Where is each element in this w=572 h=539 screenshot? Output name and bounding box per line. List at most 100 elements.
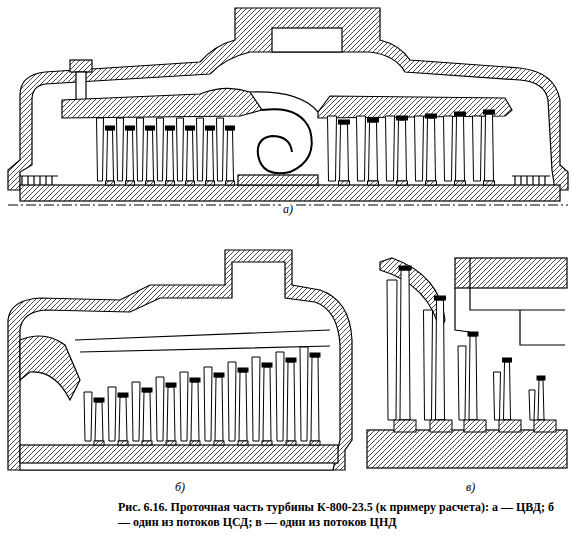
disc (339, 181, 350, 185)
shroud (426, 114, 437, 118)
shaft-seal (20, 176, 58, 185)
shroud (166, 126, 175, 130)
stator-blade (494, 372, 501, 420)
rotor (367, 430, 567, 468)
rotor-blade (427, 118, 436, 181)
rotor-blade (167, 130, 174, 181)
panel-label: в) (464, 480, 477, 495)
stator-blade (300, 347, 308, 441)
disc (262, 441, 272, 445)
shroud (146, 126, 155, 130)
disc (394, 420, 416, 432)
disc (484, 181, 495, 185)
rotor-blade (187, 130, 194, 181)
disc (310, 441, 320, 445)
stator-blade (458, 346, 466, 420)
shroud (142, 388, 152, 392)
panel-label: а) (281, 202, 295, 217)
rotor-blade (191, 382, 199, 441)
figure-caption: Рис. 6.16. Проточная часть турбины К-800… (118, 500, 564, 530)
shroud (238, 368, 248, 372)
panel-label: б) (173, 480, 187, 495)
disc (368, 181, 379, 185)
stator-blade (177, 118, 184, 181)
stator-blade (117, 118, 124, 181)
shroud (286, 358, 296, 362)
disc (464, 420, 486, 432)
inlet-wall (20, 336, 80, 400)
flange-stud (70, 60, 92, 72)
shroud (399, 266, 411, 270)
rotor-blade (485, 114, 494, 181)
disc (214, 441, 224, 445)
disc (166, 441, 176, 445)
disc (534, 420, 556, 432)
shroud (166, 383, 176, 387)
rotor-blade (369, 122, 378, 181)
shroud (455, 112, 466, 116)
stator-blade (197, 118, 204, 181)
shroud (186, 126, 195, 130)
disc (166, 181, 175, 185)
nozzle-box (250, 92, 318, 112)
disc (94, 441, 104, 445)
casing-wall (455, 258, 565, 345)
shroud (435, 296, 446, 300)
rotor-blade (95, 402, 103, 441)
shroud (206, 126, 215, 130)
stator-blade (84, 392, 92, 441)
stator-blade (156, 377, 164, 441)
disc (146, 181, 155, 185)
disc (430, 420, 452, 432)
shroud (397, 116, 408, 120)
stator-blade (529, 390, 535, 420)
disc (499, 420, 521, 432)
stator-blade (473, 116, 482, 181)
shroud (226, 126, 235, 130)
rotor (20, 445, 338, 463)
disc (238, 441, 248, 445)
rotor-blade (538, 380, 544, 420)
inner-casing (62, 88, 262, 118)
disc (206, 181, 215, 185)
nozzle-box (258, 109, 312, 173)
rotor-blade (119, 397, 127, 441)
rotor-blade (227, 130, 234, 181)
rotor-blade (127, 130, 134, 181)
rotor-blade (143, 392, 151, 441)
rotor-blade (398, 120, 407, 181)
shroud (94, 398, 104, 402)
rotor-blade (287, 362, 295, 441)
inner-casing (75, 330, 330, 352)
casing-block (455, 258, 567, 288)
shaft-seal (512, 176, 550, 185)
rotor-blade (107, 130, 114, 181)
stator-blade (132, 382, 140, 441)
stator-blade (276, 352, 284, 441)
disc (142, 441, 152, 445)
rotor-blade (436, 300, 445, 420)
rotor-blade (215, 377, 223, 441)
stator-blade (97, 118, 104, 181)
disc (126, 181, 135, 185)
stator-blade (424, 310, 433, 420)
stator-blade (137, 118, 144, 181)
shroud (503, 358, 512, 362)
shroud (368, 118, 379, 122)
stator-blade (415, 116, 424, 181)
rotor-blade (239, 372, 247, 441)
stator-blade (444, 116, 453, 181)
disc (397, 181, 408, 185)
rotor-blade (456, 116, 465, 181)
outer-casing (8, 8, 568, 190)
disc (455, 181, 466, 185)
inner-cavity (20, 262, 340, 470)
shroud (126, 126, 135, 130)
disc (286, 441, 296, 445)
shroud (310, 353, 320, 357)
shroud (484, 110, 495, 114)
disc (106, 181, 115, 185)
balance-piston (238, 175, 318, 185)
shroud (262, 363, 272, 367)
